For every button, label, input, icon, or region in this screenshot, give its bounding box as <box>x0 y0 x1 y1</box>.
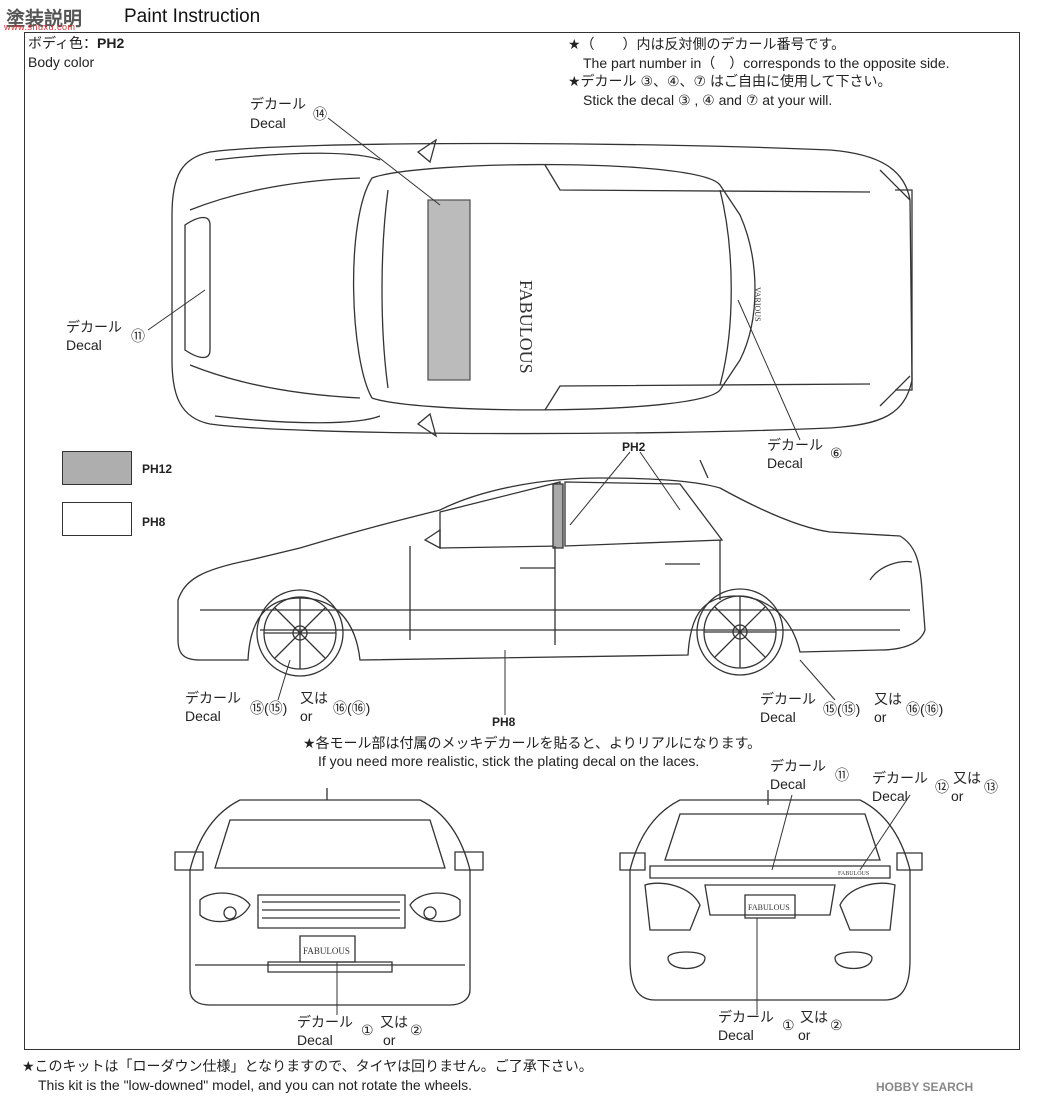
right-wheel-alt-number: ⑯(⑯) <box>906 701 944 717</box>
page-title: Paint Instruction <box>124 6 261 27</box>
rear-decal12: Decal <box>872 788 908 804</box>
rear-plate-num-a: ① <box>782 1017 795 1033</box>
rear-view-car <box>619 790 923 1001</box>
plating-note-jp: ★各モール部は付属のメッキデカールを貼ると、よりリアルになります。 <box>303 735 762 751</box>
note-free-decal-jp: ★デカール ③、④、⑦ はご自由に使用して下さい。 <box>568 73 892 89</box>
decal6-number: ⑥ <box>830 445 843 461</box>
right-wheel-decal-jp: デカール <box>760 691 816 707</box>
rear-decal12-number: ⑫ <box>935 779 949 795</box>
right-wheel-or: or <box>874 709 887 725</box>
rear-plate-decal: Decal <box>718 1027 754 1043</box>
watermark-top: www.shuxu.com <box>4 22 76 32</box>
right-wheel-or-jp: 又は <box>874 691 902 707</box>
rear-plate-num-b: ② <box>830 1017 843 1033</box>
decal14-number: ⑭ <box>313 106 327 122</box>
front-plate-decal-jp: デカール <box>297 1014 353 1030</box>
page-title-jp: 塗装説明 <box>6 9 83 30</box>
note-reverse-jp: ★（ ）内は反対側のデカール番号です。 <box>568 36 846 52</box>
front-plate-num-b: ② <box>410 1022 423 1038</box>
trunk-decal-text: VARIOUS <box>753 287 762 322</box>
note-free-decal-en: Stick the decal ③ , ④ and ⑦ at your will… <box>583 92 833 108</box>
rear-decal11: Decal <box>770 776 806 792</box>
footer-note-jp: ★このキットは「ローダウン仕様」となりますので、タイヤは回りません。ご了承下さい… <box>22 1058 593 1074</box>
left-wheel-decal-jp: デカール <box>185 690 241 706</box>
swatch-ph12 <box>62 451 132 485</box>
rear-plate-decal-jp: デカール <box>718 1009 774 1025</box>
front-plate-text: FABULOUS <box>303 946 350 956</box>
decal14-label: Decal <box>250 115 286 131</box>
decal6-label-jp: デカール <box>767 437 823 453</box>
rear-plate-or-jp: 又は <box>800 1009 828 1025</box>
roof-decal-text: FABULOUS <box>516 280 536 374</box>
note-reverse-en: The part number in（ ）corresponds to the … <box>583 55 950 71</box>
rear-decal12-or: or <box>951 788 964 804</box>
rear-decal11-jp: デカール <box>770 758 826 774</box>
left-wheel-or-jp: 又は <box>300 690 328 706</box>
rear-decal11-number: ⑪ <box>835 767 849 783</box>
side-view-car <box>177 459 926 677</box>
decal6-label: Decal <box>767 455 803 471</box>
decal11-label: Decal <box>66 337 102 353</box>
decal14-label-jp: デカール <box>250 96 306 112</box>
front-plate-or: or <box>383 1032 396 1048</box>
left-wheel-decal-number: ⑮(⑮) <box>250 700 288 716</box>
rear-decal12-or-jp: 又は <box>953 770 981 786</box>
diagram-frame <box>24 32 1020 1050</box>
rear-plate-text: FABULOUS <box>748 903 790 912</box>
swatch-ph8-label: PH8 <box>142 515 166 529</box>
plating-note: If you need more realistic, stick the pl… <box>318 753 700 769</box>
left-wheel-alt-number: ⑯(⑯) <box>333 700 371 716</box>
left-wheel-decal: Decal <box>185 708 221 724</box>
footer-note: This kit is the "low-downed" model, and … <box>38 1077 473 1093</box>
rear-plate-or: or <box>798 1027 811 1043</box>
right-wheel-decal: Decal <box>760 709 796 725</box>
swatch-ph12-label: PH12 <box>142 462 173 476</box>
decal11-number: ⑪ <box>131 328 145 344</box>
right-wheel-decal-number: ⑮(⑮) <box>823 701 861 717</box>
front-plate-decal: Decal <box>297 1032 333 1048</box>
front-plate-or-jp: 又は <box>380 1014 408 1030</box>
top-view-car <box>171 138 913 438</box>
front-plate-num-a: ① <box>361 1022 374 1038</box>
body-color-label: Body color <box>28 54 95 70</box>
rear-decal13-number: ⑬ <box>984 779 998 795</box>
watermark-bottom: HOBBY SEARCH <box>876 1080 974 1094</box>
body-color-label-jp: ボディ色：PH2 <box>28 35 125 51</box>
left-wheel-or: or <box>300 708 313 724</box>
decal11-label-jp: デカール <box>66 319 122 335</box>
swatch-ph8 <box>62 502 132 536</box>
pillar-color-code: PH2 <box>622 440 646 454</box>
rear-decal12-jp: デカール <box>872 770 928 786</box>
sill-color-code: PH8 <box>492 715 516 729</box>
rear-trunk-text: FABULOUS <box>838 871 869 877</box>
front-view-car <box>174 788 484 1006</box>
